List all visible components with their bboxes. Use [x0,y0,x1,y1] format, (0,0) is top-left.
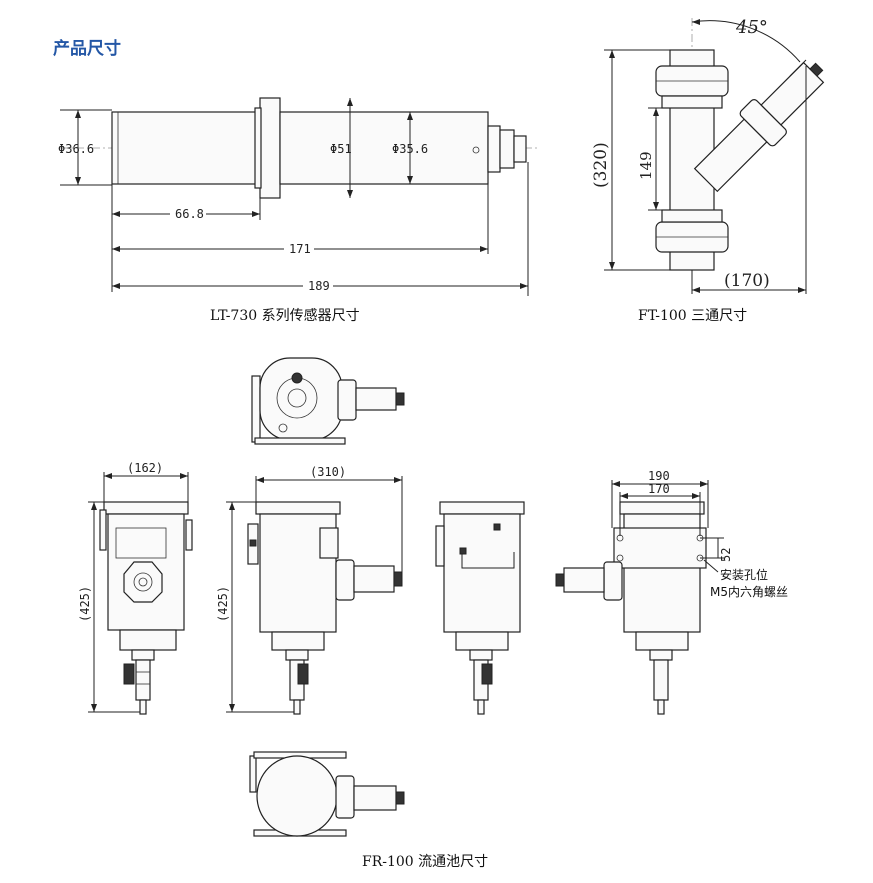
dim-fr100-w-back1: 190 [648,469,670,483]
dim-lt730-l2: 171 [289,242,311,256]
dim-fr100-h-mid: (425) [216,586,230,622]
fr100-back-view: 190 170 52 安装孔位 M5内六角螺丝 [555,469,788,715]
fr100-side-view: (310) (425) [216,465,403,715]
dim-fr100-w-front: (162) [127,461,163,475]
dim-ft100-h-total: (320) [591,142,611,188]
fr100-top-view [251,357,405,445]
mount-note-line1: 安装孔位 [720,567,768,582]
mount-note-line2: M5内六角螺丝 [710,585,788,599]
dim-lt730-d3: Φ35.6 [392,142,428,156]
dim-lt730-l3: 189 [308,279,330,293]
fr100-front-view: (162) (425) [78,461,193,715]
fr100-bottom-view [249,751,405,837]
ft100-tee-drawing: 45° (320) 149 (170) [591,17,825,294]
dim-ft100-h-inner: 149 [637,151,655,180]
lt730-sensor-drawing: Φ36.6 Φ51 Φ35.6 66.8 171 189 [58,97,540,296]
dim-fr100-w-back2: 170 [648,482,670,496]
dim-fr100-h-left: (425) [78,586,92,622]
dim-ft100-w: (170) [724,271,770,291]
fr100-rear-view [435,501,525,715]
caption-ft100: FT-100 三通尺寸 [638,308,748,324]
dim-ft100-angle: 45° [735,17,768,38]
section-title: 产品尺寸 [53,39,121,59]
dim-lt730-l1: 66.8 [175,207,204,221]
dim-fr100-w-side: (310) [310,465,346,479]
caption-fr100: FR-100 流通池尺寸 [362,854,489,870]
caption-lt730: LT-730 系列传感器尺寸 [210,308,360,324]
dim-lt730-d1: Φ36.6 [58,142,94,156]
dim-lt730-d2: Φ51 [330,142,352,156]
dim-fr100-h-hole: 52 [719,548,733,562]
